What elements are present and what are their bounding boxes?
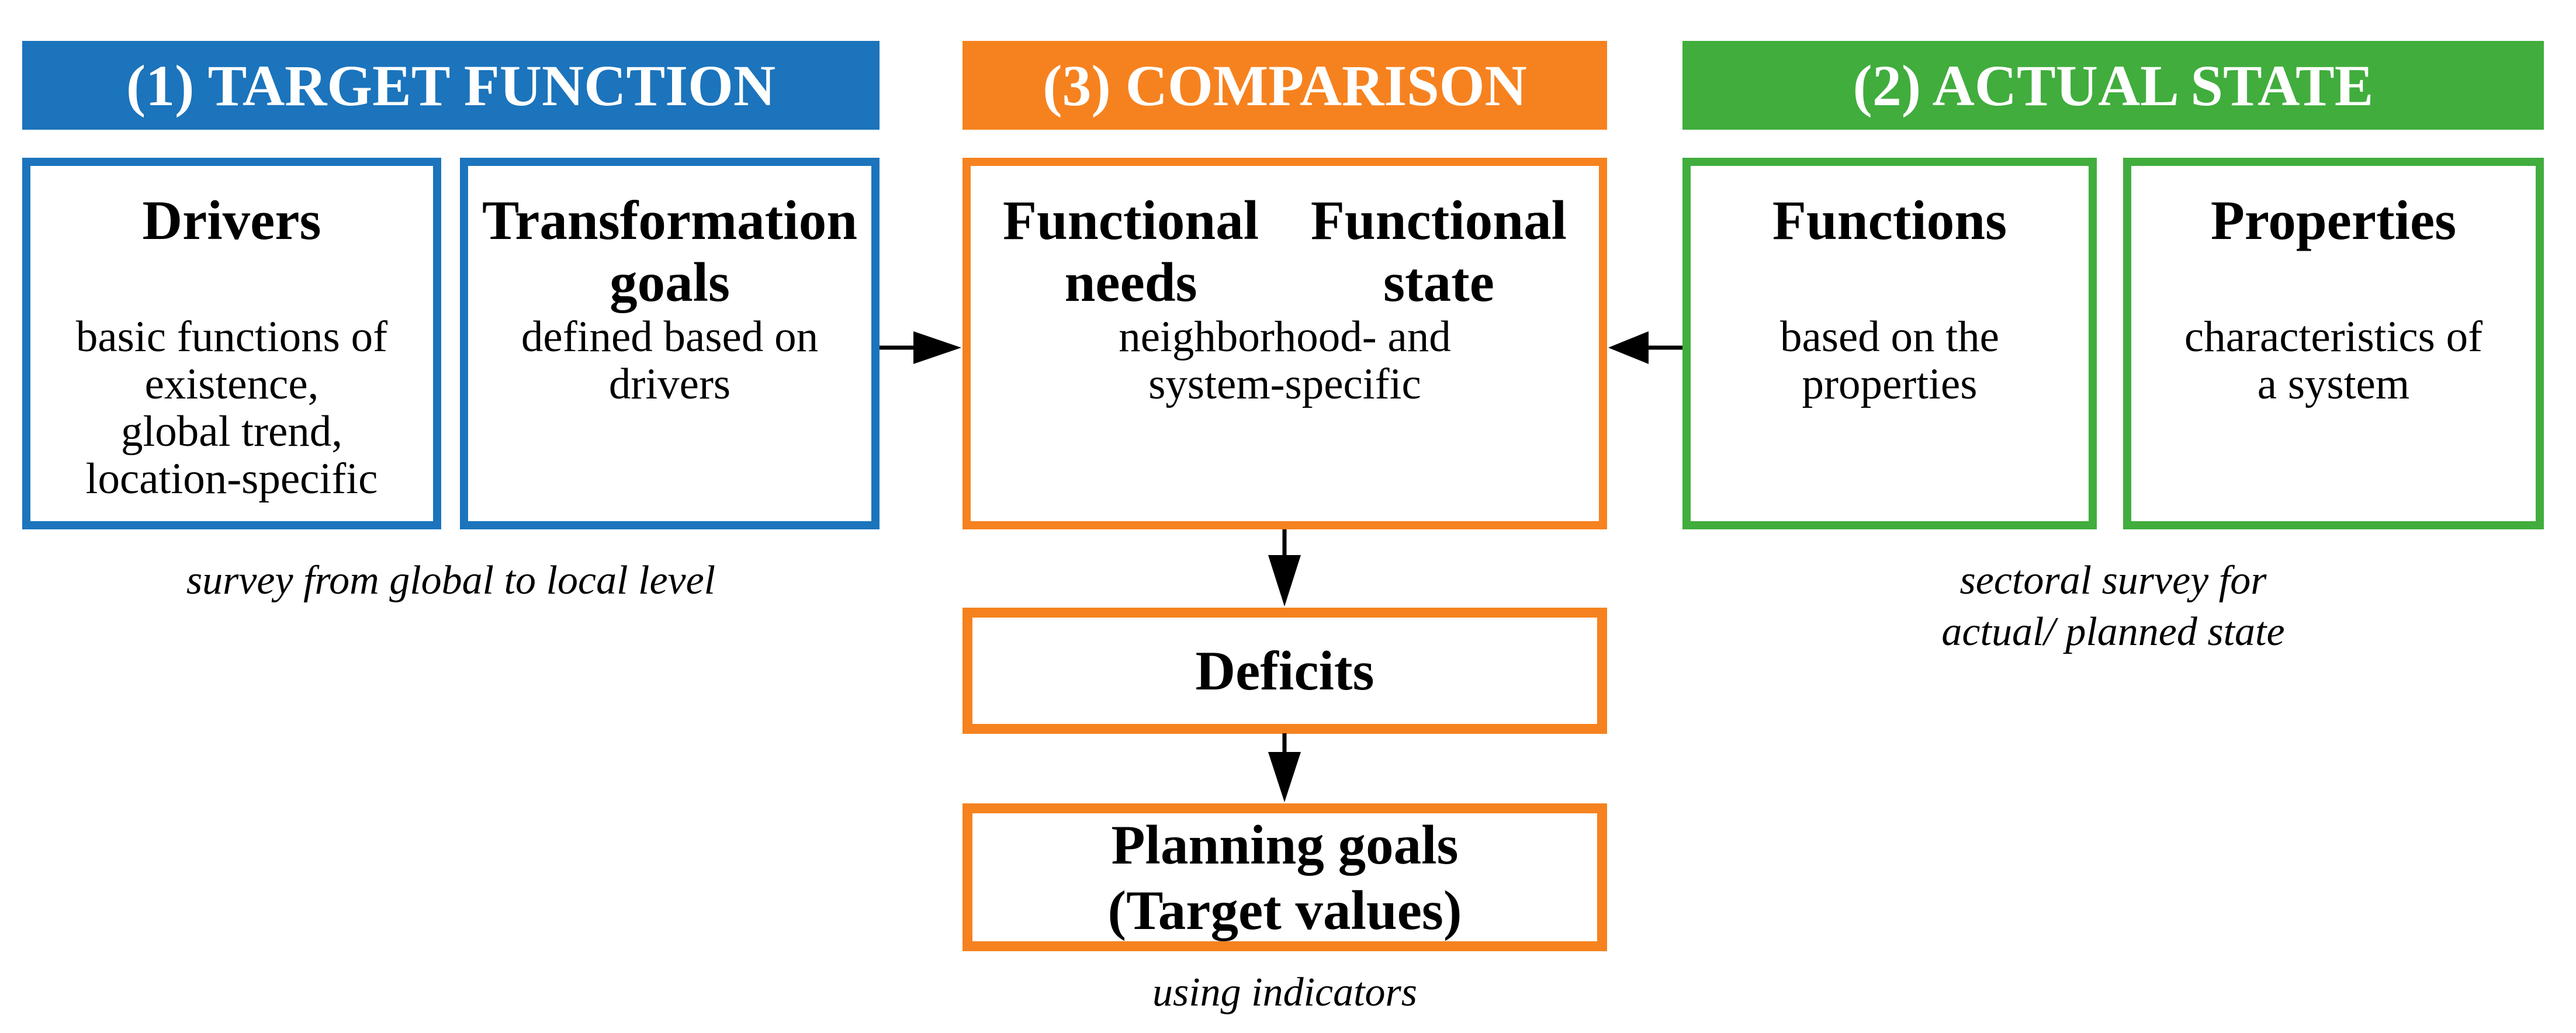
box-properties-body: characteristics of a system xyxy=(2184,313,2483,408)
caption-sectoral-survey: sectoral survey for actual/ planned stat… xyxy=(1941,558,2285,654)
arrow-down-deficits-icon xyxy=(1264,529,1305,608)
header-target-function-label: (1) TARGET FUNCTION xyxy=(126,53,776,118)
header-actual-state-label: (2) ACTUAL STATE xyxy=(1853,53,2374,118)
box-comparison-body: neighborhood- and system-specific xyxy=(1119,313,1451,408)
caption-using-indicators: using indicators xyxy=(1152,970,1418,1015)
box-properties: Properties characteristics of a system xyxy=(2123,158,2544,529)
box-transformation-goals-title: Transformation goals xyxy=(482,189,858,313)
header-actual-state: (2) ACTUAL STATE xyxy=(1682,41,2544,130)
header-target-function: (1) TARGET FUNCTION xyxy=(22,41,880,130)
header-comparison-label: (3) COMPARISON xyxy=(1043,53,1527,118)
functional-needs-title: Functional needs xyxy=(1003,189,1259,313)
arrow-left-icon xyxy=(1607,323,1682,372)
box-transformation-goals: Transformation goals defined based on dr… xyxy=(460,158,880,529)
header-comparison: (3) COMPARISON xyxy=(962,41,1607,130)
box-functions: Functions based on the properties xyxy=(1682,158,2097,529)
box-comparison-titles: Functional needs Functional state xyxy=(971,189,1599,313)
box-drivers-body: basic functions of existence, global tre… xyxy=(75,313,388,503)
box-drivers: Drivers basic functions of existence, gl… xyxy=(22,158,441,529)
box-transformation-goals-body: defined based on drivers xyxy=(521,313,819,408)
box-functions-title: Functions xyxy=(1772,189,2007,251)
arrow-down-planning-icon xyxy=(1264,733,1305,803)
box-deficits-title: Deficits xyxy=(1195,640,1374,702)
box-drivers-title: Drivers xyxy=(142,189,321,251)
box-planning-goals: Planning goals (Target values) xyxy=(962,803,1607,951)
arrow-right-icon xyxy=(880,323,962,372)
box-comparison: Functional needs Functional state neighb… xyxy=(962,158,1607,529)
box-properties-title: Properties xyxy=(2210,189,2457,251)
functional-state-title: Functional state xyxy=(1310,189,1567,313)
box-deficits: Deficits xyxy=(962,608,1607,734)
caption-survey-global-local: survey from global to local level xyxy=(186,558,716,603)
box-functions-body: based on the properties xyxy=(1780,313,1999,408)
